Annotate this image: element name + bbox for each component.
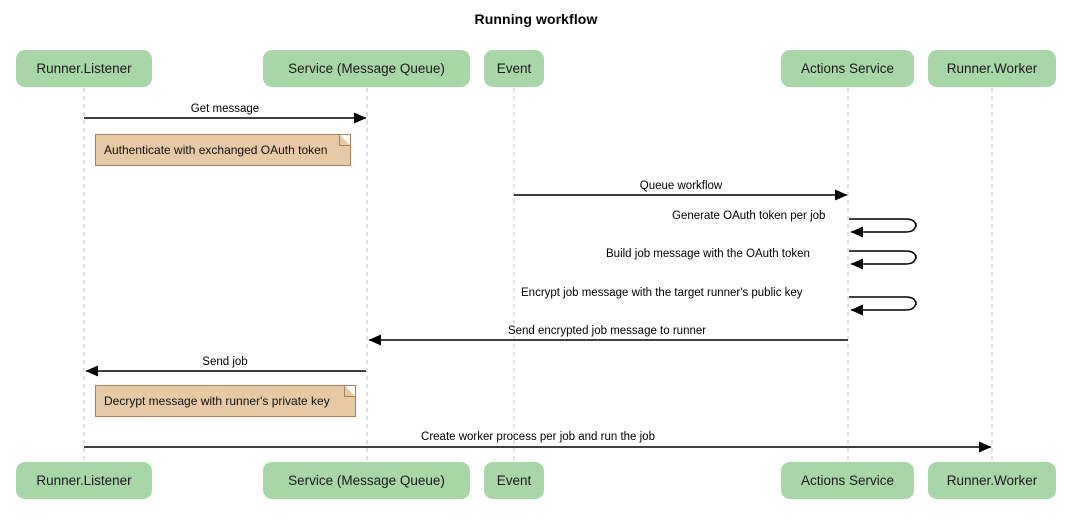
participant-runner-worker-top[interactable]: Runner.Worker (928, 50, 1056, 87)
participant-label: Event (496, 60, 532, 76)
arrow-generate-oauth-token-per-job (849, 218, 917, 238)
participant-label: Runner.Listener (36, 60, 132, 76)
participant-actions-service-bottom[interactable]: Actions Service (781, 462, 914, 499)
participant-actions-service-top[interactable]: Actions Service (781, 50, 914, 87)
participant-runner-listener-bottom[interactable]: Runner.Listener (16, 462, 152, 499)
participant-event-bottom[interactable]: Event (484, 462, 544, 499)
message-label-encrypt-job-message-with-the-target-runners-public-key: Encrypt job message with the target runn… (521, 287, 803, 299)
note-text: Decrypt message with runner's private ke… (104, 394, 330, 408)
message-label-build-job-message-with-the-oauth-token: Build job message with the OAuth token (606, 248, 810, 260)
participant-event-top[interactable]: Event (484, 50, 544, 87)
message-label-create-worker-process-per-job-and-run-the-job: Create worker process per job and run th… (421, 431, 655, 443)
participant-label: Runner.Worker (946, 60, 1038, 76)
participant-service-message-queue-bottom[interactable]: Service (Message Queue) (263, 462, 470, 499)
message-label-queue-workflow: Queue workflow (639, 180, 723, 192)
participant-runner-listener-top[interactable]: Runner.Listener (16, 50, 152, 87)
arrow-encrypt-job-message-with-the-target-runners-public-key (849, 296, 917, 316)
page-title: Running workflow (474, 11, 598, 27)
note-authenticate: Authenticate with exchanged OAuth token (95, 134, 351, 166)
participant-label: Service (Message Queue) (288, 60, 445, 76)
participant-service-message-queue-top[interactable]: Service (Message Queue) (263, 50, 470, 87)
participant-label: Event (496, 472, 532, 488)
message-label-generate-oauth-token-per-job: Generate OAuth token per job (672, 210, 826, 222)
message-label-get-message: Get message (190, 103, 260, 115)
arrow-build-job-message-with-the-oauth-token (849, 250, 917, 270)
participant-label: Actions Service (800, 60, 895, 76)
note-decrypt: Decrypt message with runner's private ke… (95, 385, 356, 417)
participant-label: Runner.Worker (946, 472, 1038, 488)
participant-label: Runner.Listener (36, 472, 132, 488)
message-label-send-encrypted-job-message-to-runner: Send encrypted job message to runner (507, 325, 707, 337)
message-label-send-job: Send job (202, 356, 248, 368)
note-text: Authenticate with exchanged OAuth token (104, 143, 328, 157)
participant-label: Service (Message Queue) (288, 472, 445, 488)
participant-runner-worker-bottom[interactable]: Runner.Worker (928, 462, 1056, 499)
participant-label: Actions Service (800, 472, 895, 488)
